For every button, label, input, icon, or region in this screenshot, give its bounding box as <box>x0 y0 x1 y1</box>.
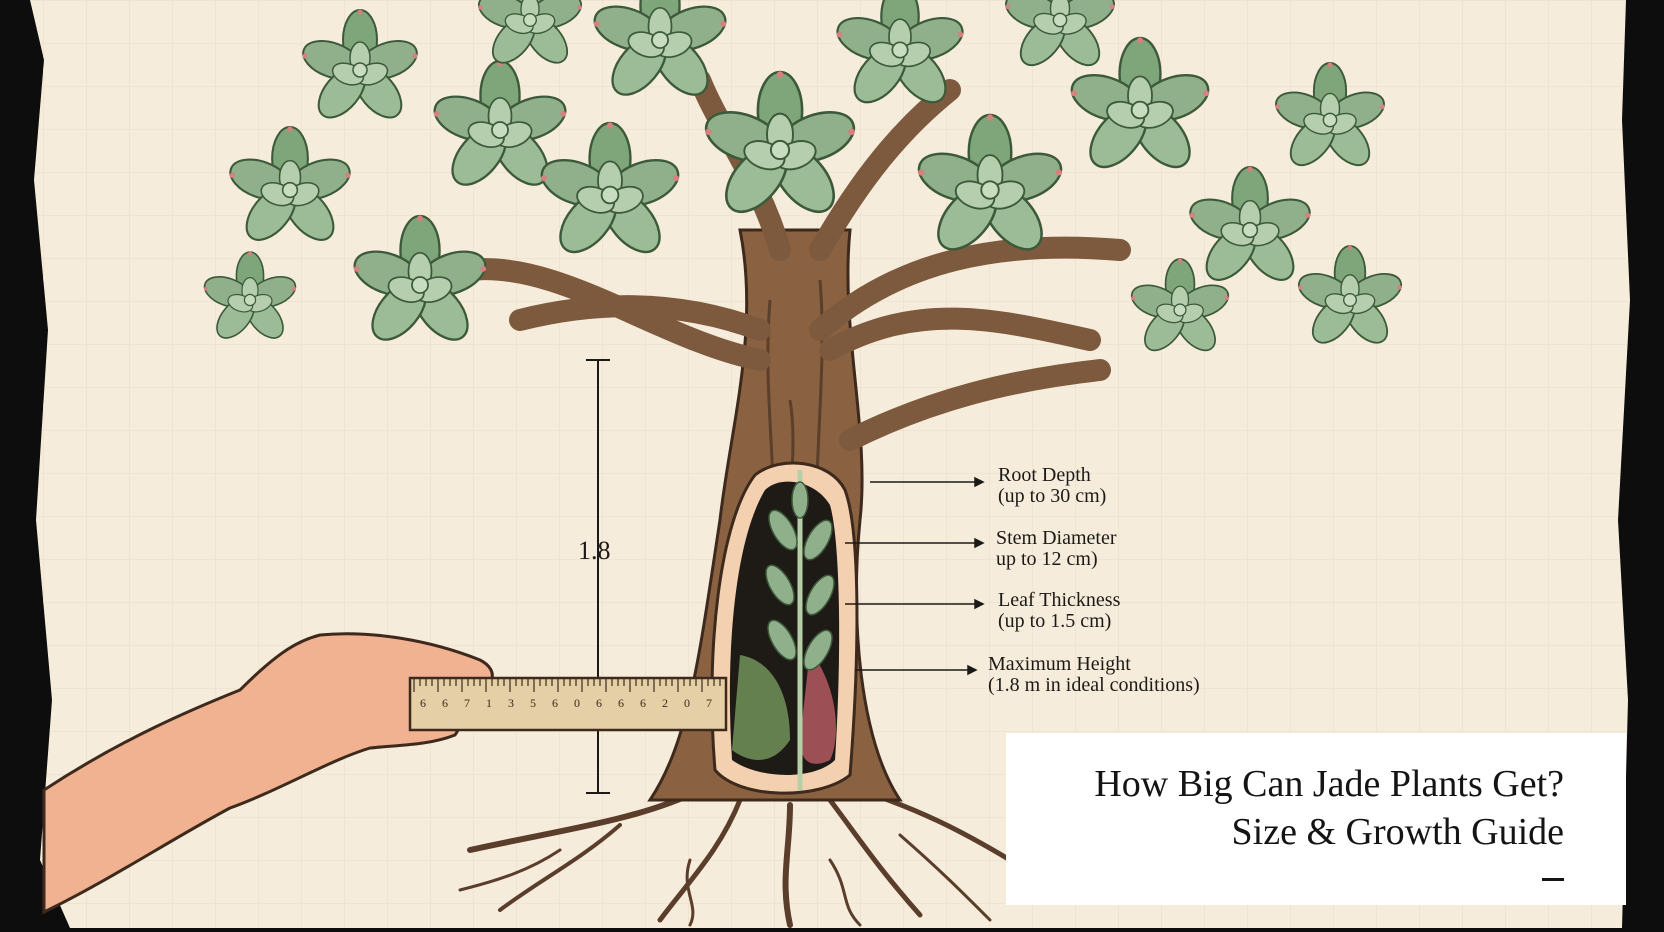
ruler-mark: 2 <box>662 696 668 710</box>
callout-root-depth-title: Root Depth <box>998 464 1091 486</box>
article-subtitle: Size & Growth Guide <box>1231 811 1564 853</box>
callout-maximum-height: Maximum Height (1.8 m in ideal condition… <box>988 654 1200 696</box>
callout-leaf-thickness-title: Leaf Thickness <box>998 589 1121 611</box>
ruler-mark: 6 <box>596 696 602 710</box>
ruler-mark: 6 <box>552 696 558 710</box>
ruler: 6 6 7 1 3 5 6 0 6 6 6 2 0 7 <box>408 676 728 732</box>
ruler-mark: 6 <box>442 696 448 710</box>
callout-leaf-thickness-value: (up to 1.5 cm) <box>998 610 1112 632</box>
callout-maximum-height-title: Maximum Height <box>988 653 1131 675</box>
ruler-mark: 5 <box>530 696 536 710</box>
callout-stem-diameter-value: up to 12 cm) <box>996 548 1098 570</box>
article-title: How Big Can Jade Plants Get? <box>1094 763 1564 805</box>
ruler-mark: 6 <box>640 696 646 710</box>
callout-leaders <box>845 476 985 676</box>
stem-cross-section <box>710 461 859 795</box>
ruler-mark: 0 <box>574 696 580 710</box>
height-scale-label: 1.8 <box>578 536 611 565</box>
callout-leaf-thickness: Leaf Thickness (up to 1.5 cm) <box>998 590 1120 632</box>
callout-stem-diameter: Stem Diameter up to 12 cm) <box>996 528 1117 570</box>
ruler-mark: 0 <box>684 696 690 710</box>
ruler-mark: 7 <box>464 696 470 710</box>
callout-stem-diameter-title: Stem Diameter <box>996 527 1117 549</box>
title-divider <box>1542 878 1564 881</box>
title-card: How Big Can Jade Plants Get? Size & Grow… <box>1006 733 1626 905</box>
ruler-mark: 3 <box>508 696 514 710</box>
ruler-mark: 6 <box>420 696 426 710</box>
callout-root-depth: Root Depth (up to 30 cm) <box>998 465 1106 507</box>
callout-root-depth-value: (up to 30 cm) <box>998 485 1107 507</box>
callout-maximum-height-value: (1.8 m in ideal conditions) <box>988 674 1200 696</box>
ruler-mark: 1 <box>486 696 492 710</box>
ruler-mark: 6 <box>618 696 624 710</box>
ruler-mark: 7 <box>706 696 712 710</box>
